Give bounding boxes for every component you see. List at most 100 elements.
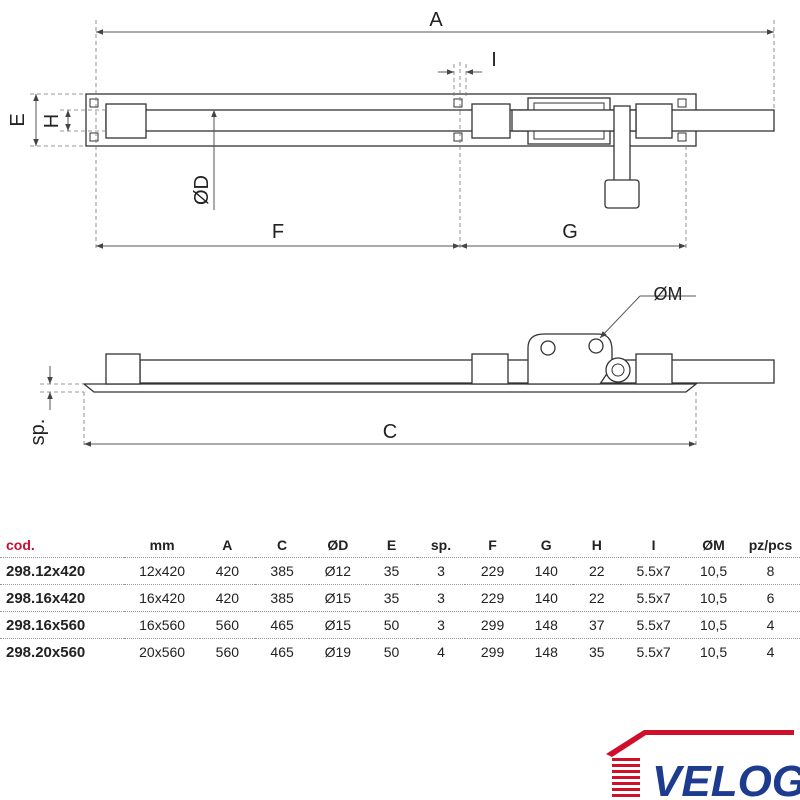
cell-f: 229 [480,590,505,606]
cell-mm: 16x560 [139,617,186,633]
table-row: 298.20x560 20x560 560 465 Ø19 50 4 299 1… [0,638,800,666]
header-mm: mm [149,537,175,553]
cell-h: 22 [588,590,605,606]
cell-code: 298.12x420 [6,562,86,580]
hinge-hole [540,340,556,356]
table-row: 298.16x420 16x420 420 385 Ø15 35 3 229 1… [0,584,800,612]
header-c: C [277,537,288,553]
header-sp: sp. [430,537,452,553]
cell-code: 298.16x420 [6,589,86,607]
dim-label-c: C [383,421,397,443]
bolt-handle [613,105,631,191]
cell-pcs: 4 [766,644,775,660]
table-row: 298.12x420 12x420 420 385 Ø12 35 3 229 1… [0,557,800,585]
cell-mm: 16x420 [139,590,186,606]
screw-slot [677,132,687,142]
cell-pcs: 4 [766,617,775,633]
screw-slot [677,98,687,108]
side-view: ØM sp. C [27,284,775,448]
header-i: I [651,537,656,553]
cell-m: 10,5 [699,617,728,633]
cell-sp: 3 [437,590,445,606]
rod-guide-right [635,103,673,139]
cell-d: Ø19 [324,644,352,660]
cell-g: 140 [534,563,558,579]
dim-label-h: H [41,114,63,128]
cell-mm: 20x560 [139,644,186,660]
header-h: H [591,537,602,553]
cell-sp: 3 [437,617,445,633]
logo-wordmark: VELOG [652,757,800,800]
dim-label-g: G [562,221,578,243]
cell-i: 5.5x7 [636,617,671,633]
technical-drawing: A I E H ØD F G [7,9,775,448]
header-m: ØM [702,537,725,553]
header-pcs: pz/pcs [748,537,793,553]
side-guide-left [105,353,141,385]
cell-code: 298.16x560 [6,616,86,634]
cell-h: 35 [588,644,605,660]
cell-c: 385 [270,563,294,579]
header-e: E [386,537,397,553]
cell-m: 10,5 [699,590,728,606]
cell-c: 385 [270,590,294,606]
house-stripes-icon [612,758,640,797]
header-g: G [540,537,552,553]
cell-mm: 12x420 [139,563,186,579]
cell-f: 299 [480,617,505,633]
side-guide-middle [471,353,509,385]
cell-pcs: 8 [766,563,775,579]
cell-g: 148 [534,644,558,660]
cell-f: 299 [480,644,505,660]
cell-a: 420 [215,563,240,579]
cell-m: 10,5 [699,644,728,660]
bolt-rod-segment [511,109,637,132]
cell-c: 465 [270,644,294,660]
handle-knob [604,179,640,209]
cell-f: 229 [480,563,505,579]
cell-i: 5.5x7 [636,644,671,660]
house-roof-icon [606,730,794,757]
cell-m: 10,5 [699,563,728,579]
cell-pcs: 6 [766,590,775,606]
table-row: 298.16x560 16x560 560 465 Ø15 50 3 299 1… [0,611,800,639]
table-header-row: cod. mm A C ØD E sp. F G H I ØM pz/pcs [0,533,800,558]
cell-a: 560 [215,644,240,660]
cell-h: 22 [588,563,605,579]
top-view: A I E H ØD F G [7,9,775,250]
cell-a: 560 [215,617,240,633]
cell-h: 37 [588,617,605,633]
header-code: cod. [6,537,35,553]
cell-d: Ø15 [324,617,352,633]
dim-label-f: F [272,221,284,243]
hinge-hole [588,338,604,354]
dim-label-sp: sp. [27,419,49,446]
cell-e: 35 [383,590,400,606]
rod-guide-left [105,103,147,139]
screw-slot [453,98,463,108]
header-d: ØD [327,537,349,553]
side-bolt-rod [139,359,775,384]
cell-e: 50 [383,644,400,660]
screw-slot [89,98,99,108]
dim-label-a: A [429,9,443,31]
dim-label-e: E [7,113,29,126]
side-guide-right [635,353,673,385]
cell-g: 140 [534,590,558,606]
dim-label-m: ØM [654,284,683,304]
handle-pivot [605,357,631,383]
cell-sp: 4 [437,644,445,660]
cell-c: 465 [270,617,294,633]
bolt-rod [105,109,775,132]
screw-slot [453,132,463,142]
dim-label-i: I [491,49,497,71]
velog-logo: VELOG [606,730,800,800]
cell-sp: 3 [437,563,445,579]
cell-i: 5.5x7 [636,590,671,606]
header-f: F [488,537,497,553]
cell-e: 50 [383,617,400,633]
spec-table: cod. mm A C ØD E sp. F G H I ØM pz/pcs 2… [0,533,800,665]
cell-d: Ø15 [324,590,352,606]
cell-a: 420 [215,590,240,606]
dim-label-d: ØD [191,175,213,205]
